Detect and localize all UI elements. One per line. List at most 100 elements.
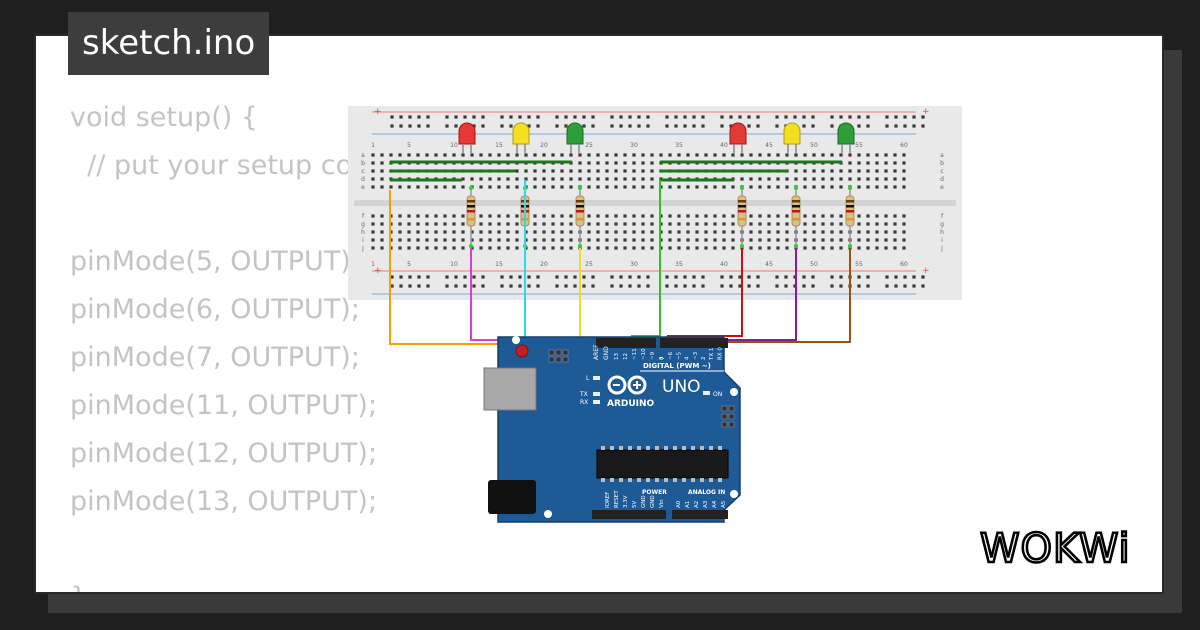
row-letter: f <box>941 213 944 220</box>
resistor[interactable] <box>845 186 855 248</box>
analog-pin-label: A3 <box>703 500 709 508</box>
digital-label: DIGITAL (PWM ~) <box>643 362 711 370</box>
row-letter: d <box>361 176 365 183</box>
rail-plus-label: + <box>922 266 930 276</box>
column-number: 25 <box>585 142 593 149</box>
l-label: L <box>586 375 590 382</box>
row-letter: a <box>940 152 944 159</box>
column-number: 55 <box>855 142 863 149</box>
analog-label: ANALOG IN <box>688 489 725 496</box>
column-number: 60 <box>900 261 908 268</box>
column-number: 15 <box>495 142 503 149</box>
power-pin-label: 5V <box>632 501 638 508</box>
column-number: 5 <box>407 261 411 268</box>
resistor[interactable] <box>466 186 476 248</box>
analog-pin-label: A0 <box>676 500 682 508</box>
file-tab[interactable]: sketch.ino <box>68 12 270 75</box>
column-number: 20 <box>540 142 548 149</box>
rail-plus-label: + <box>374 266 382 276</box>
row-letter: j <box>940 245 943 252</box>
mount-hole <box>730 388 738 396</box>
column-number: 50 <box>810 261 818 268</box>
on-led <box>703 391 710 395</box>
digital-pin-label: 13 <box>614 353 620 360</box>
column-number: 45 <box>765 261 773 268</box>
column-number: 55 <box>855 261 863 268</box>
row-letter: e <box>361 184 365 191</box>
analog-pin-label: A5 <box>721 500 727 508</box>
row-letter: d <box>940 176 944 183</box>
code-line: pinMode(13, OUTPUT); <box>70 486 378 517</box>
digital-pin-label: ~3 <box>693 351 699 360</box>
reset-button[interactable] <box>515 344 529 358</box>
mount-hole <box>730 490 738 498</box>
l-led <box>593 376 600 380</box>
column-number: 45 <box>765 142 773 149</box>
digital-pin-label: 7 <box>660 356 666 360</box>
column-number: 15 <box>495 261 503 268</box>
digital-pin-label: 2 <box>701 357 707 361</box>
led-green-1[interactable] <box>566 122 584 153</box>
icsp-header <box>548 349 569 363</box>
column-number: 10 <box>450 261 458 268</box>
digital-pin-label: RX 0 <box>717 347 723 360</box>
digital-pin-label: 12 <box>623 353 629 360</box>
digital-pin-label: ~6 <box>668 351 674 360</box>
column-number: 30 <box>630 142 638 149</box>
row-letter: i <box>362 237 364 244</box>
row-letter: c <box>361 168 364 175</box>
analog-header <box>672 510 728 519</box>
row-letter: a <box>361 152 365 159</box>
row-letter: f <box>362 213 365 220</box>
row-letter: i <box>941 237 943 244</box>
aref-label: AREF <box>593 344 600 360</box>
row-letter: e <box>940 184 944 191</box>
code-line: pinMode(11, OUTPUT); <box>70 390 378 421</box>
led-green-2[interactable] <box>837 122 855 153</box>
breadboard-column-numbers: 1155101015152020252530303535404045455050… <box>371 142 908 268</box>
column-number: 50 <box>810 142 818 149</box>
column-number: 35 <box>675 142 683 149</box>
resistor[interactable] <box>575 186 585 248</box>
digital-pin-label: ~11 <box>632 348 638 360</box>
led-red-2[interactable] <box>729 122 747 153</box>
rail-plus-label: + <box>374 107 382 117</box>
column-number: 40 <box>720 142 728 149</box>
power-pin-label: 3.3V <box>623 495 629 508</box>
row-letter: j <box>361 245 364 252</box>
atmega-chip <box>596 449 729 479</box>
led-yellow-2[interactable] <box>783 122 801 153</box>
chip-pins <box>601 446 722 482</box>
arduino-infinity-icon <box>607 375 647 395</box>
column-number: 5 <box>407 142 411 149</box>
led-yellow-1[interactable] <box>512 122 530 153</box>
row-letter: g <box>361 221 365 228</box>
icsp-header-2 <box>721 405 735 428</box>
column-number: 35 <box>675 261 683 268</box>
power-pin-label: GND <box>641 495 647 508</box>
power-pin-label: Vin <box>659 499 665 508</box>
code-line: pinMode(6, OUTPUT); <box>70 294 360 325</box>
rx-label: RX <box>580 399 588 406</box>
wokwi-logo: WOKWi <box>979 525 1131 574</box>
code-line: } <box>70 574 636 592</box>
resistor[interactable] <box>791 186 801 248</box>
digital-header-left <box>596 338 656 348</box>
code-line: void setup() { <box>70 102 259 133</box>
brand-label: ARDUINO <box>607 399 655 409</box>
tx-label: TX <box>579 391 588 398</box>
power-jack <box>488 480 536 514</box>
led-red-1[interactable] <box>458 122 476 153</box>
column-number: 60 <box>900 142 908 149</box>
power-header <box>592 510 666 519</box>
resistor[interactable] <box>737 186 747 248</box>
analog-pin-label: A1 <box>685 501 691 508</box>
mount-hole <box>544 510 552 518</box>
digital-pin-label: TX 1 <box>709 348 715 361</box>
rail-plus-label: + <box>922 107 930 117</box>
